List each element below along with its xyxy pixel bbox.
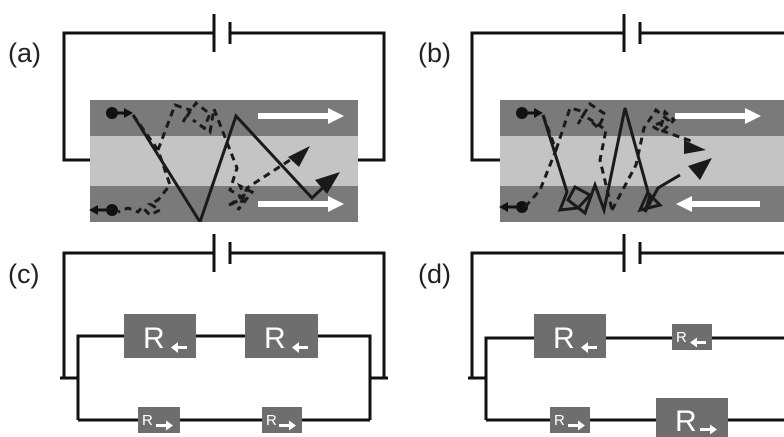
arrowhead-icon (315, 172, 340, 194)
battery-icon (622, 14, 642, 52)
panel-a: (a) (8, 14, 386, 222)
arrowhead-icon (288, 146, 310, 167)
resistor-parallel-low: R (550, 407, 590, 433)
resistor-parallel-high: R (656, 398, 728, 437)
panel-b-label: (b) (418, 38, 451, 68)
resistor-parallel-low: R (262, 407, 302, 433)
resistor-letter: R (554, 412, 565, 429)
panel-d-circuit (468, 251, 784, 422)
arrowhead-icon (684, 140, 706, 154)
panel-a-label: (a) (8, 38, 41, 68)
resistor-letter: R (143, 322, 165, 355)
arrow-right-icon (279, 420, 296, 431)
panel-c: (c) R R (8, 234, 388, 433)
electron-path-dashed (610, 107, 695, 211)
resistor-letter: R (676, 329, 687, 346)
resistor-antiparallel-high: R (245, 314, 318, 358)
electron-icon (516, 107, 543, 119)
arrow-left-icon (581, 342, 597, 353)
magnetization-arrow-right-icon (258, 108, 344, 124)
resistor-letter: R (266, 412, 277, 429)
resistor-antiparallel-high: R (124, 314, 196, 358)
panel-c-label: (c) (8, 259, 39, 289)
electron-path-dashed (523, 114, 558, 208)
electron-icon (89, 204, 118, 216)
panel-d: (d) R R (418, 234, 784, 437)
battery-icon (212, 14, 232, 52)
electron-path-dashed (212, 108, 291, 211)
spacer-layer (90, 136, 358, 186)
arrow-right-icon (156, 420, 173, 431)
resistor-letter: R (553, 322, 575, 355)
electron-path-dashed (156, 100, 216, 151)
electron-icon (106, 107, 133, 119)
resistor-antiparallel-low: R (672, 324, 712, 350)
arrow-right-icon (700, 424, 717, 435)
panel-b: (b) (418, 14, 784, 222)
resistor-letter: R (264, 322, 286, 355)
panel-c-circuit (60, 251, 388, 422)
arrow-left-icon (292, 342, 308, 353)
electron-path-dashed (554, 101, 614, 211)
resistor-letter: R (675, 405, 697, 437)
arrow-left-icon (690, 337, 706, 348)
resistor-antiparallel-high: R (534, 314, 606, 358)
electron-path-solid (131, 113, 335, 222)
magnetization-arrow-right-icon (675, 108, 761, 124)
panel-d-label: (d) (418, 259, 451, 289)
resistor-letter: R (142, 412, 153, 429)
magnetization-arrow-left-icon (676, 196, 760, 212)
electron-path-solid (541, 107, 681, 216)
electron-icon (499, 201, 528, 213)
panel-a-circuit (62, 31, 386, 162)
magnetization-arrow-right-icon (258, 196, 344, 212)
battery-icon (212, 234, 232, 272)
arrow-right-icon (568, 420, 585, 431)
panel-b-circuit (470, 31, 784, 162)
arrow-left-icon (171, 342, 187, 353)
resistor-parallel-low: R (138, 407, 180, 433)
arrowhead-icon (688, 158, 712, 180)
battery-icon (622, 234, 642, 272)
